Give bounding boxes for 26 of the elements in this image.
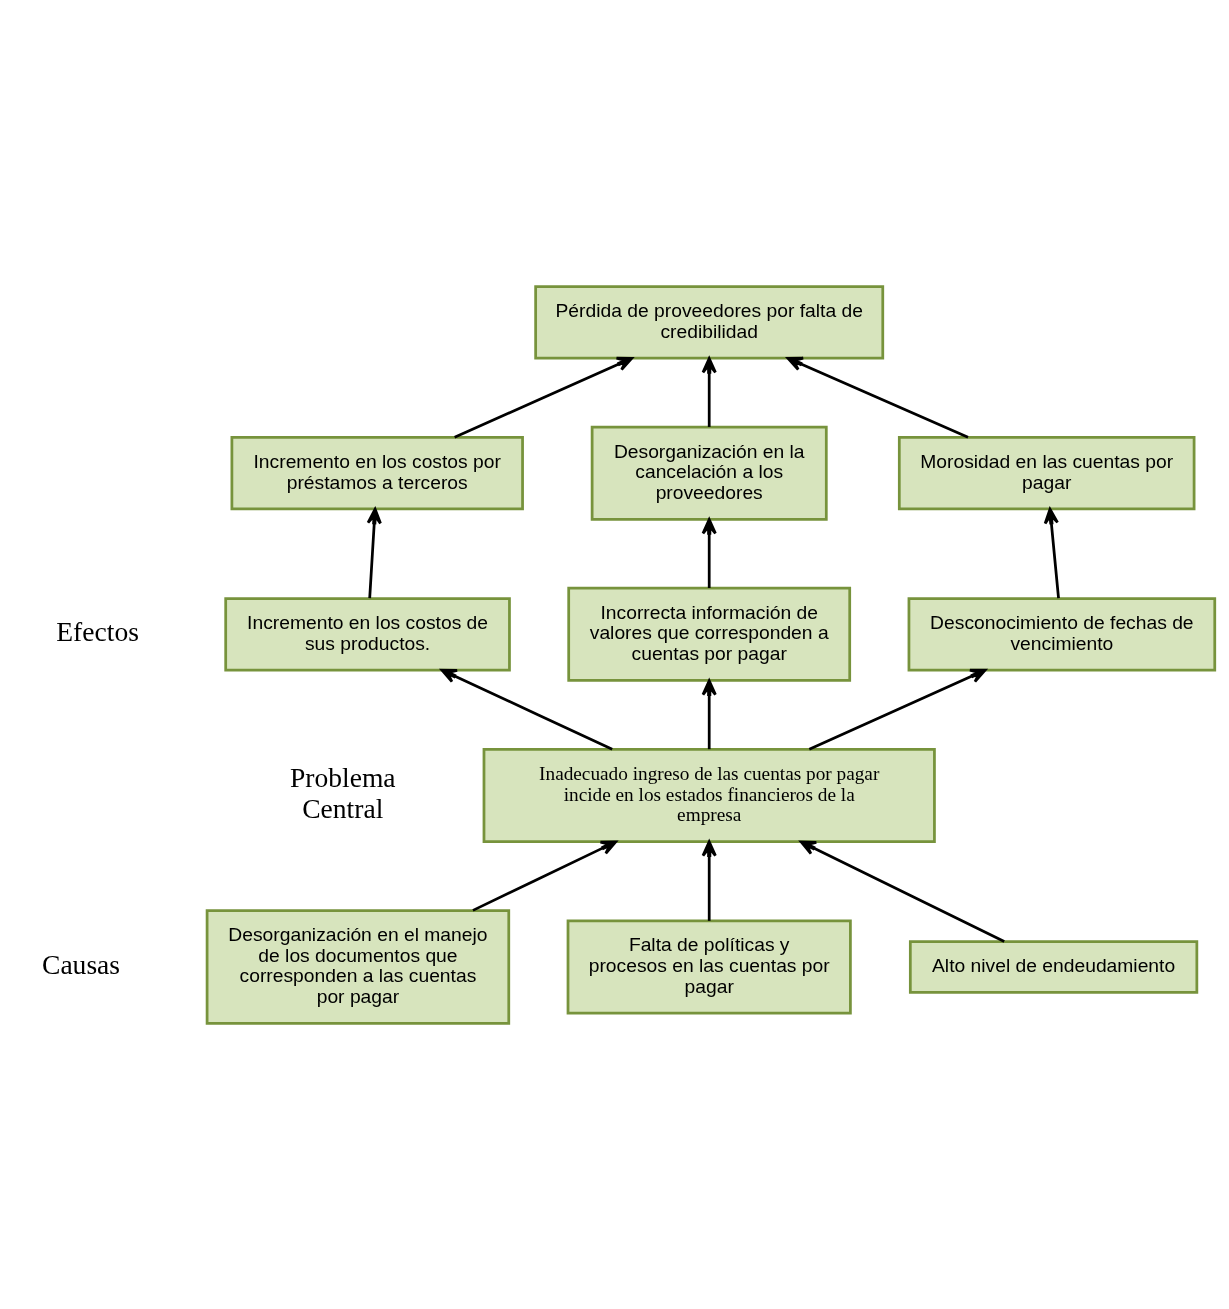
node-box: Incorrecta información de valores que corresponden a cuentas por pagar [567,586,852,682]
arrow [808,668,987,750]
arrow [440,668,613,750]
label: Efectos [56,615,139,647]
node-box: Incremento en los costos por préstamos a terceros [230,435,524,510]
node-box: Incremento en los costos de sus productos. [224,596,511,672]
node-box: Pérdida de proveedores por falta de credibilidad [534,284,885,359]
node-box: Morosidad en las cuentas por pagar [897,435,1196,510]
node-box: Desorganización en el manejo de los documentos que corresponden a las cuentas por pagar [205,908,511,1025]
node-box: Alto nivel de endeudamiento [908,939,1199,994]
node-box: Desconocimiento de fechas de vencimiento [907,596,1217,672]
node-box: Desorganización en la cancelación a los proveedores [590,425,828,521]
label: Problema Central [289,761,396,824]
arrow [366,507,382,598]
node-box: Inadecuado ingreso de las cuentas por pagar incide en los estados financieros de la empresa [482,747,936,843]
arrow [1043,507,1060,598]
label: Causas [42,948,121,980]
arrow [701,517,717,588]
arrow [786,356,969,438]
arrow [701,678,717,749]
node-box: Falta de políticas y procesos en las cuentas por pagar [566,919,852,1015]
arrow [454,356,634,438]
arrow [701,840,717,921]
arrow [799,840,1005,943]
arrow [472,839,617,912]
arrow [701,356,717,427]
